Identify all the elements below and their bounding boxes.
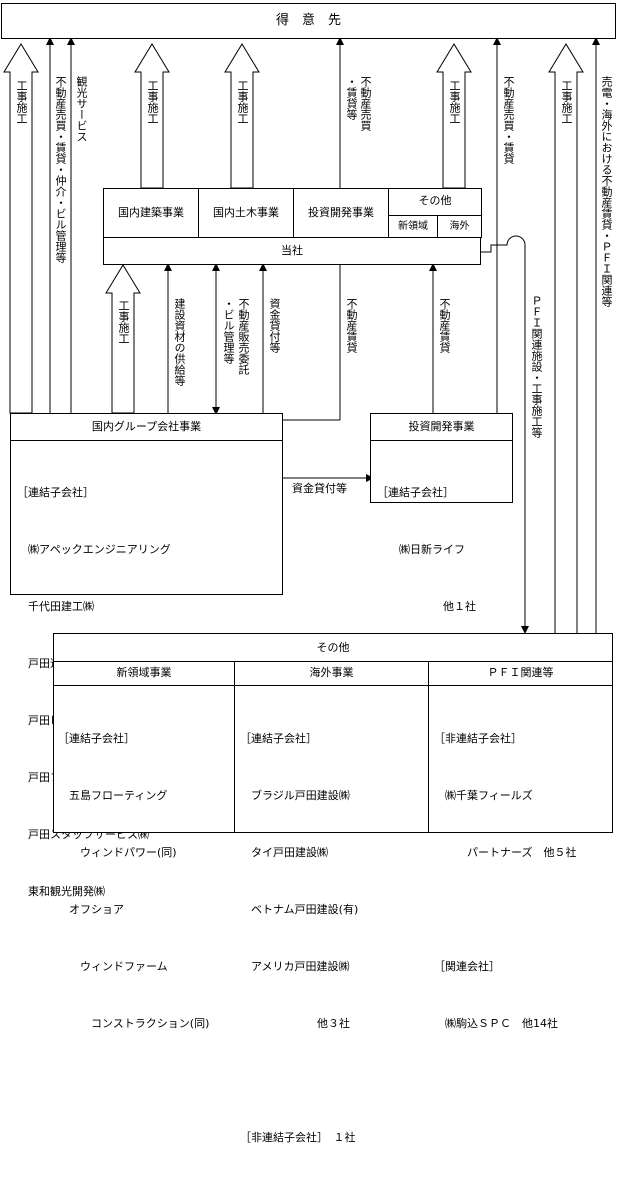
segment-investment: 投資開発事業 xyxy=(293,188,389,238)
investment-box: 投資開発事業 ［連結子会社］ ㈱日新ライフ 他１社 xyxy=(370,413,513,613)
label-a3: 観光サービス xyxy=(75,76,88,142)
label-a8: 不動産売買・賃貸 xyxy=(502,76,515,164)
new-field-list: ［連結子会社］ 五島フローティング ウィンドパワー(同) オフショア ウィンドフ… xyxy=(58,732,210,1030)
others-box: その他 新領域事業 海外事業 ＰＦＩ関連等 ［連結子会社］ 五島フローティング … xyxy=(53,633,613,1144)
overseas-list: ［連結子会社］ ブラジル戸田建設㈱ タイ戸田建設㈱ ベトナム戸田建設(有) アメ… xyxy=(240,732,359,1144)
hollow-arrow-1 xyxy=(3,43,39,414)
segment-other-new-field: 新領域 xyxy=(388,215,438,238)
label-a4: 工事施工 xyxy=(146,80,159,124)
label-m1: 工事施工 xyxy=(117,300,130,344)
overseas-title: 海外事業 xyxy=(309,666,354,679)
label-a10: 売電・海外における不動産賃貸・ＰＦＩ関連等 xyxy=(600,76,613,307)
investment-list: ［連結子会社］ ㈱日新ライフ 他１社 xyxy=(377,486,476,613)
label-m3-1: 不動産販売委託 xyxy=(237,298,250,375)
label-a2: 不動産売買・賃貸・仲介・ビル管理等 xyxy=(54,76,67,263)
customer-box: 得 意 先 xyxy=(1,3,616,39)
domestic-group-title: 国内グループ会社事業 xyxy=(91,420,202,433)
label-m3-2: ・ビル管理等 xyxy=(222,298,235,364)
hollow-arrow-3 xyxy=(224,43,260,189)
pfi-title: ＰＦＩ関連等 xyxy=(487,666,554,679)
hollow-arrow-2 xyxy=(134,43,170,189)
company-box: 国内建築事業 国内土木事業 投資開発事業 その他 新領域 海外 当社 xyxy=(103,188,482,265)
segment-domestic-civil: 国内土木事業 xyxy=(198,188,294,238)
arrow-m7 xyxy=(481,235,529,634)
company-label: 当社 xyxy=(281,244,303,257)
label-m6: 不動産賃貸 xyxy=(438,298,451,353)
hollow-arrow-mid xyxy=(105,264,141,414)
label-m2: 建設資材の供給等 xyxy=(173,298,186,386)
label-m4: 資金貸付等 xyxy=(268,298,281,353)
label-m5: 不動産賃貸 xyxy=(345,298,358,353)
investment-title: 投資開発事業 xyxy=(408,420,475,433)
label-a7: 工事施工 xyxy=(448,80,461,124)
label-a5: 工事施工 xyxy=(236,80,249,124)
hollow-arrow-5 xyxy=(548,43,584,646)
new-field-title: 新領域事業 xyxy=(116,666,172,679)
segment-other: その他 新領域 海外 xyxy=(388,188,482,238)
label-m7: ＰＦＩ関連施設・工事施工等 xyxy=(530,295,543,438)
label-a9: 工事施工 xyxy=(560,80,573,124)
label-a6-1: 不動産売買 xyxy=(359,76,372,131)
relationship-diagram xyxy=(3,37,600,646)
label-a6-2: ・賃貸等 xyxy=(345,76,358,120)
segment-other-overseas: 海外 xyxy=(437,215,482,238)
others-title: その他 xyxy=(316,641,350,654)
label-h1: 資金貸付等 xyxy=(292,482,347,495)
label-a1: 工事施工 xyxy=(15,80,28,124)
segment-domestic-building: 国内建築事業 xyxy=(103,188,199,238)
hollow-arrow-4 xyxy=(436,43,472,189)
pfi-list: ［非連結子会社］ ㈱千葉フィールズ パートナーズ 他５社 ［関連会社］ ㈱駒込Ｓ… xyxy=(434,732,577,1030)
customer-title: 得 意 先 xyxy=(275,13,341,28)
domestic-group-box: 国内グループ会社事業 ［連結子会社］ ㈱アペックエンジニアリング 千代田建工㈱ … xyxy=(10,413,283,898)
